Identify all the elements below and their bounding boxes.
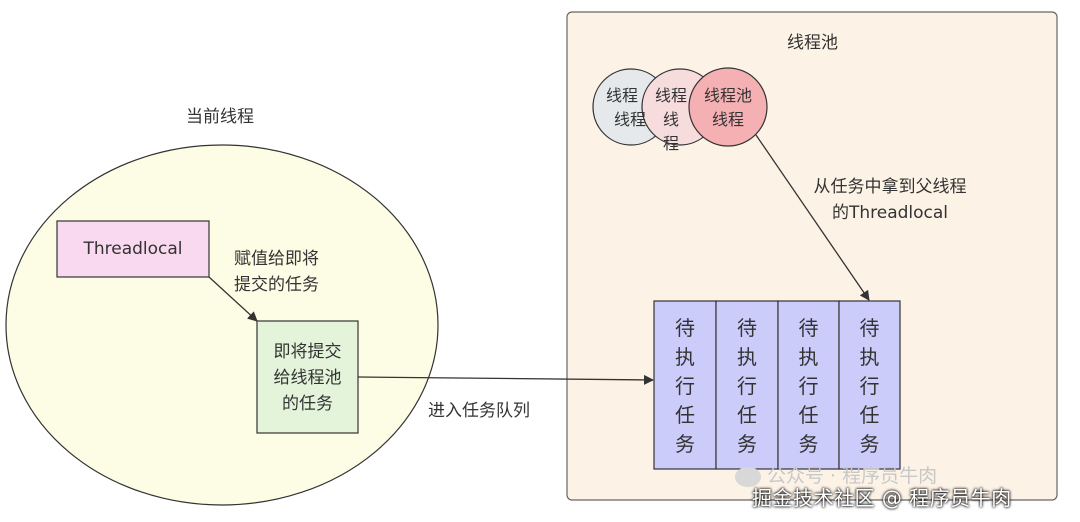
worker-mid-line1: 线程: [655, 86, 688, 105]
thread-pool-title: 线程池: [787, 33, 838, 53]
queue-char: 任: [859, 403, 880, 427]
queue-char: 执: [675, 345, 695, 369]
worker-mid-line2: 线程: [663, 110, 680, 153]
assign-note-line1: 赋值给即将: [234, 249, 319, 269]
queue-char: 任: [798, 403, 819, 427]
queue-char: 务: [798, 432, 819, 456]
pending-task-label: 即将提交 给线程池 的任务: [257, 339, 358, 417]
assign-note-line2: 提交的任务: [234, 275, 319, 295]
threadlocal-label: Threadlocal: [83, 239, 183, 259]
worker-back-line1: 线程: [606, 86, 639, 105]
worker-front-line1: 线程池: [703, 86, 752, 105]
watermark-faint-text: 公众号 · 程序员牛肉: [767, 465, 938, 487]
fetch-note-line2: 的Threadlocal: [831, 203, 949, 223]
queue-cell-text: 待 执 行 任 务: [716, 314, 778, 459]
watermark-faint: 公众号 · 程序员牛肉: [735, 461, 937, 488]
queue-char: 待: [737, 316, 757, 340]
worker-back-label: 线程 线程: [606, 84, 646, 132]
queue-char: 务: [675, 432, 695, 456]
fetch-arrow: [755, 134, 870, 301]
queue-cell-text: 待 执 行 任 务: [778, 314, 839, 459]
queue-cell: [838, 300, 901, 470]
queue-char: 待: [798, 316, 819, 340]
queue-char: 任: [737, 403, 757, 427]
pending-task-line3: 的任务: [282, 394, 333, 414]
queue-char: 待: [859, 316, 880, 340]
worker-front-label: 线程池 线程: [689, 84, 767, 132]
assign-note: 赋值给即将 提交的任务: [234, 246, 319, 298]
current-thread-title: 当前线程: [186, 107, 254, 127]
pending-task-line2: 给线程池: [273, 368, 342, 388]
queue-char: 务: [859, 432, 880, 456]
enqueue-label: 进入任务队列: [428, 401, 530, 421]
fetch-note-line1: 从任务中拿到父线程: [813, 177, 967, 197]
queue-cell-text: 待 执 行 任 务: [654, 314, 716, 459]
assign-arrow: [208, 276, 258, 322]
queue-char: 行: [798, 374, 819, 398]
worker-front-line2: 线程: [711, 110, 744, 129]
worker-back-line2: 线程: [614, 110, 646, 129]
worker-circle-front: [688, 67, 768, 147]
queue-cell-text: 待 执 行 任 务: [839, 314, 900, 459]
pending-task-line1: 即将提交: [273, 342, 342, 362]
queue-char: 行: [675, 374, 695, 398]
queue-char: 行: [737, 374, 757, 398]
queue-char: 待: [675, 316, 695, 340]
queue-char: 任: [675, 403, 695, 427]
current-thread-ellipse: [5, 144, 439, 506]
watermark-main: 掘金技术社区 @ 程序员牛肉: [752, 486, 1012, 510]
queue-char: 行: [859, 374, 880, 398]
queue-char: 执: [798, 345, 819, 369]
threadlocal-box: [56, 220, 210, 278]
wechat-icon: [735, 466, 761, 487]
worker-mid-label: 线程 线程: [655, 84, 692, 156]
fetch-note: 从任务中拿到父线程 的Threadlocal: [790, 174, 990, 226]
queue-char: 执: [737, 345, 757, 369]
queue-char: 务: [737, 432, 757, 456]
queue-char: 执: [859, 345, 880, 369]
enqueue-arrow: [357, 374, 654, 385]
